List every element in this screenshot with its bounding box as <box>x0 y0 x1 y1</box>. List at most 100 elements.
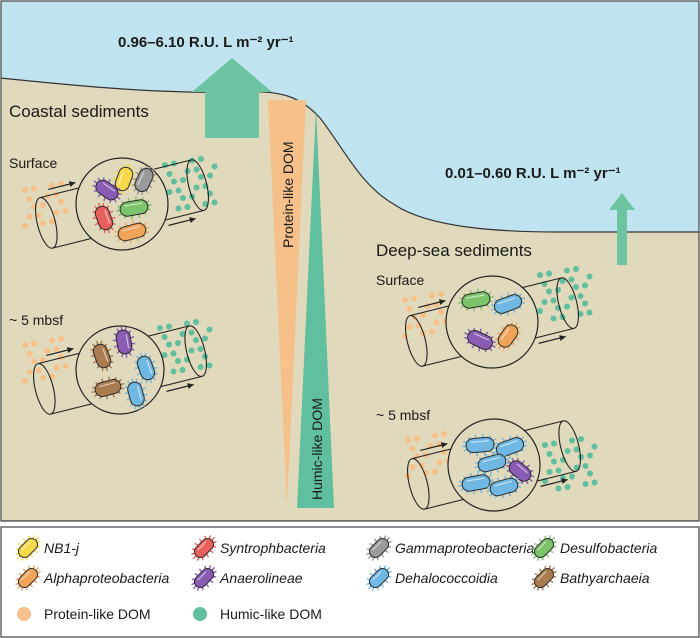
microbe-flagellum <box>192 585 197 590</box>
microbe-flagellum <box>116 196 121 200</box>
pipe-right-end <box>186 159 209 212</box>
humic-dom-dot <box>202 335 208 342</box>
humic-dom-dot <box>551 440 557 447</box>
deep-5mbsf-community <box>405 418 598 512</box>
legend-swatch-dehalococcoidia <box>366 565 392 591</box>
humic-dom-dot <box>568 276 575 283</box>
microbe-flagellum <box>507 460 512 464</box>
microbe-alphaproteobacteria <box>114 220 150 244</box>
pipe-left-end <box>405 314 428 367</box>
legend-label-anaerolineae: Anaerolineae <box>219 570 303 586</box>
humic-dom-dot <box>202 353 208 360</box>
humic-dom-dot <box>202 201 209 207</box>
microbe-highlight <box>122 225 140 232</box>
microbe-flagellum <box>474 465 479 469</box>
microbe-body <box>95 179 119 201</box>
protein-dom-dot <box>31 185 37 192</box>
microbe-highlight <box>102 348 109 362</box>
flow-arrow-head <box>559 335 566 341</box>
microbe-dehalococcoidia <box>134 352 158 384</box>
legend-swatch-gammaproteobacteria <box>366 535 392 561</box>
legend-label-dehalococcoidia: Dehalococcoidia <box>395 570 498 586</box>
microbe-flagellum <box>35 536 40 541</box>
microbe-flagellum <box>498 345 502 350</box>
protein-dom-dot <box>62 363 69 369</box>
humic-dom-dot <box>180 195 186 201</box>
pipe-groups <box>22 156 598 512</box>
legend-box <box>0 526 700 638</box>
protein-dom-dot <box>22 342 28 348</box>
pipe-right-end <box>558 420 581 473</box>
panel-border <box>0 0 700 522</box>
flow-arrow-head <box>68 181 76 187</box>
humic-dom-dot <box>546 288 552 295</box>
humic-dom-dot <box>582 481 589 487</box>
protein-dom-dot <box>40 202 46 208</box>
microbe-flagellum <box>107 229 111 234</box>
microbe-body <box>495 437 525 457</box>
humic-dom-dot <box>564 484 571 490</box>
pipe-left-end <box>35 196 58 249</box>
humic-dom-dot <box>175 187 182 194</box>
protein-dom-dot <box>26 196 33 202</box>
microbe-desulfobacteria <box>116 196 152 220</box>
humic-dom-wedge <box>297 108 334 508</box>
humic-dom-dot <box>184 320 190 327</box>
deep-zone-label: Deep-sea sediments <box>376 241 532 260</box>
microbe-flagellum <box>139 352 143 357</box>
protein-dom-dot <box>414 435 420 442</box>
microbe-highlight <box>102 182 116 192</box>
microbe-body <box>461 291 491 309</box>
microbe-highlight <box>197 571 207 581</box>
pipe-right-end <box>556 277 579 330</box>
pipe-left-end <box>407 457 430 510</box>
microbe-highlight <box>104 210 111 224</box>
protein-dom-dot <box>58 336 64 342</box>
legend-dot-humic <box>193 607 207 621</box>
legend-swatch-alphaproteobacteria <box>15 565 41 591</box>
microbe-anaerolineae <box>112 326 136 358</box>
humic-dom-dot <box>193 184 200 191</box>
humic-dom-dot <box>564 303 570 310</box>
humic-dom-dot <box>591 479 598 486</box>
humic-dom-dot <box>197 364 204 370</box>
protein-dom-dot <box>409 464 416 470</box>
protein-dom-dot <box>49 182 55 189</box>
humic-dom-dot <box>179 331 186 337</box>
humic-dom-dot <box>573 446 580 453</box>
humic-dom-dot <box>161 352 168 358</box>
microbe-flagellum <box>131 378 134 383</box>
microbe-gammaproteobacteria <box>131 164 157 196</box>
legend-label-syntrophbacteria: Syntrophbacteria <box>220 540 326 556</box>
microbe-dehalococcoidia <box>458 471 494 495</box>
humic-dom-dot <box>587 452 593 459</box>
microbe-highlight <box>466 477 485 482</box>
microbe-dehalococcoidia <box>462 433 498 457</box>
legend-label-protein-dom: Protein-like DOM <box>44 606 151 622</box>
microbe-highlight <box>136 386 142 401</box>
microbe-flagellum <box>464 332 469 336</box>
humic-dom-dot <box>546 469 553 475</box>
microbe-flagellum <box>367 555 372 560</box>
protein-dom-dot <box>40 375 46 381</box>
microbe-dehalococcoidia <box>124 378 148 410</box>
microbe-flagellum <box>532 555 537 560</box>
humic-dom-dot <box>171 178 177 185</box>
protein-dom-dot <box>411 295 417 302</box>
humic-dom-dot <box>551 458 557 465</box>
humic-dom-dot <box>206 326 213 333</box>
microbe-bathyarchaeia <box>90 340 114 372</box>
microbe-alphaproteobacteria <box>495 321 521 351</box>
humic-dom-dot <box>564 448 571 454</box>
microbe-dehalococcoidia <box>474 451 510 475</box>
microbe-body <box>94 378 122 398</box>
humic-dom-dot <box>193 319 199 325</box>
protein-dom-dot <box>26 351 33 357</box>
microbe-flagellum <box>35 566 40 571</box>
legend-swatch-nb1-j <box>15 535 41 561</box>
humic-dom-dot <box>569 473 575 480</box>
humic-dom-dot <box>211 163 218 170</box>
microbe-body <box>193 567 215 589</box>
microbe-body <box>477 453 507 473</box>
